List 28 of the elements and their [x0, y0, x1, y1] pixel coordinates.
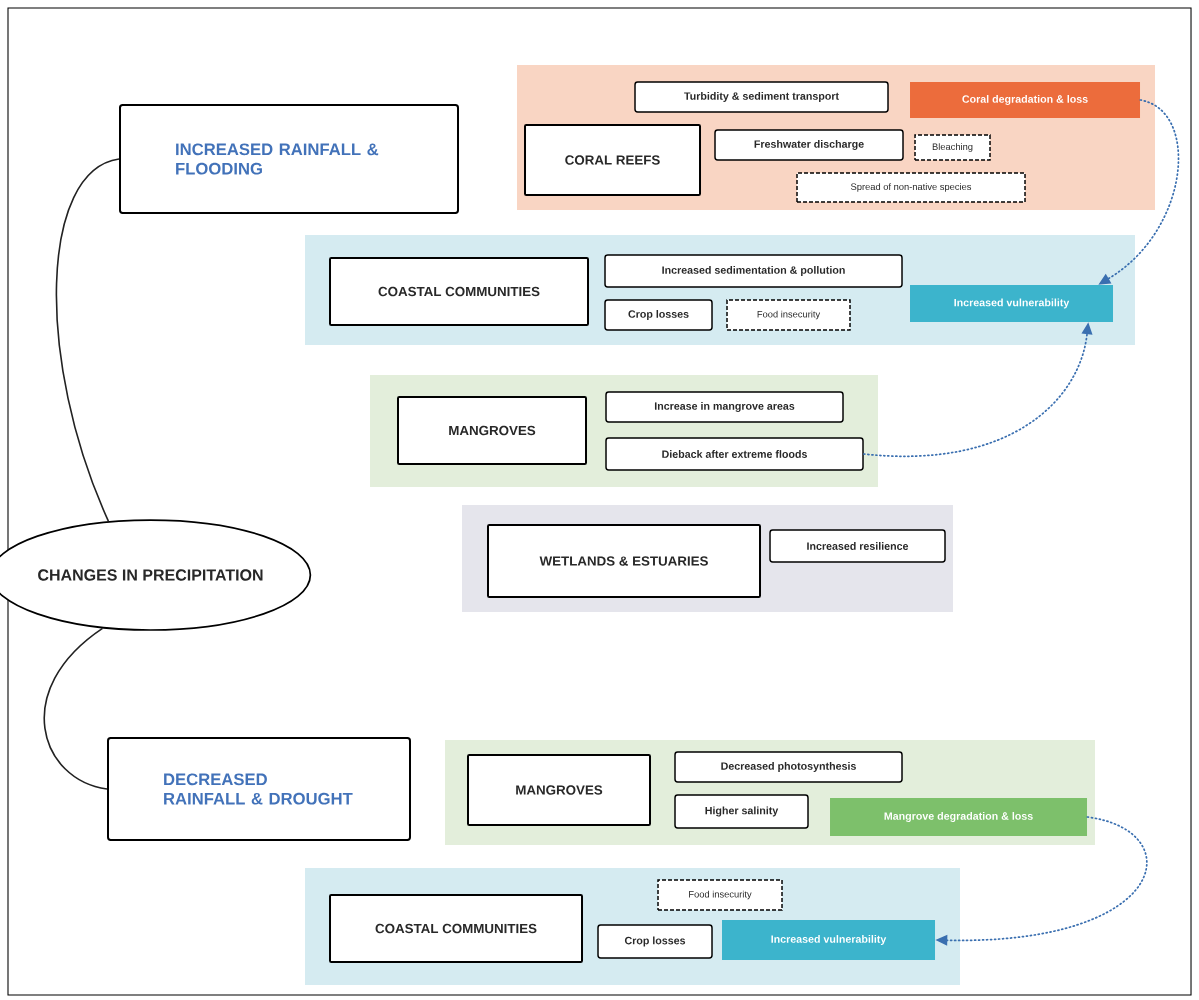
heading-box: DECREASED RAINFALL & DROUGHT [107, 737, 411, 841]
impact-box: Increased sedimentation & pollution [604, 254, 903, 288]
impact-box: Higher salinity [674, 794, 809, 829]
impact-box: Decreased photosynthesis [674, 751, 903, 783]
heading-box: INCREASED RAINFALL & FLOODING [119, 104, 459, 214]
outcome-box: Coral degradation & loss [910, 82, 1140, 118]
impact-box: Crop losses [604, 299, 713, 331]
impact-box: Crop losses [597, 924, 713, 959]
impact-box: Freshwater discharge [714, 129, 904, 161]
connector [55, 158, 120, 522]
impact-box: Food insecurity [726, 299, 851, 331]
impact-box: Food insecurity [657, 879, 783, 911]
habitat-box: MANGROVES [397, 396, 587, 465]
impact-box: Increase in mangrove areas [605, 391, 844, 423]
outcome-box: Increased vulnerability [910, 285, 1113, 322]
habitat-box: WETLANDS & ESTUARIES [487, 524, 761, 598]
outcome-box: Mangrove degradation & loss [830, 798, 1087, 836]
connector [43, 627, 108, 790]
habitat-box: COASTAL COMMUNITIES [329, 894, 583, 963]
impact-box: Spread of non-native species [796, 172, 1026, 203]
impact-box: Bleaching [914, 134, 991, 161]
impact-box: Turbidity & sediment transport [634, 81, 889, 113]
impact-box: Increased resilience [769, 529, 946, 563]
habitat-box: COASTAL COMMUNITIES [329, 257, 589, 326]
habitat-box: MANGROVES [467, 754, 651, 826]
outcome-box: Increased vulnerability [722, 920, 935, 960]
impact-box: Dieback after extreme floods [605, 437, 864, 471]
habitat-box: CORAL REEFS [524, 124, 701, 196]
